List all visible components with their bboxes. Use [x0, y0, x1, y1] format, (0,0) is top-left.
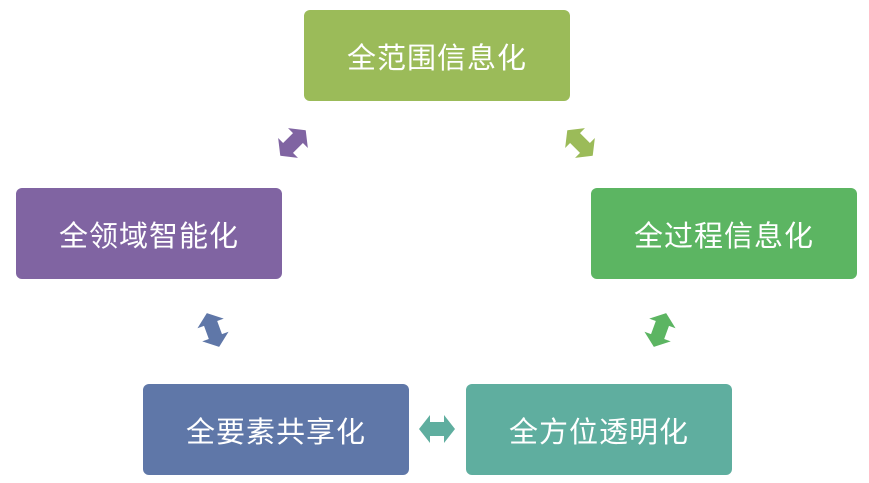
double-arrow-icon [197, 313, 229, 347]
double-arrow-icon [419, 415, 455, 443]
double-arrow-icon [644, 313, 676, 347]
node-all-elements-sharing: 全要素共享化 [143, 384, 409, 475]
node-full-scope-informatization: 全范围信息化 [304, 10, 570, 101]
node-all-round-transparency: 全方位透明化 [466, 384, 732, 475]
node-full-process-informatization: 全过程信息化 [591, 188, 857, 279]
double-arrow-icon [278, 128, 308, 158]
node-all-domain-intelligence: 全领域智能化 [16, 188, 282, 279]
double-arrow-icon [565, 128, 595, 158]
